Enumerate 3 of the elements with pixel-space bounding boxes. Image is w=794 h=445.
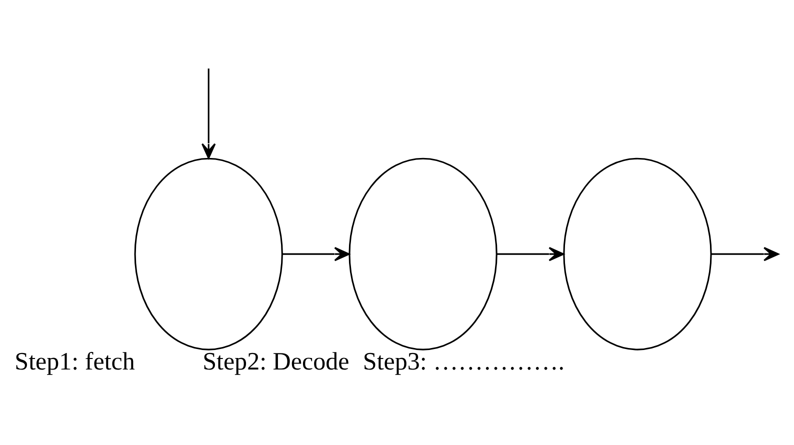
node-label: Step1: fetch: [14, 348, 135, 376]
node-label: Step3: …………….: [362, 348, 565, 376]
node-label: Step2: Decode: [202, 348, 350, 376]
